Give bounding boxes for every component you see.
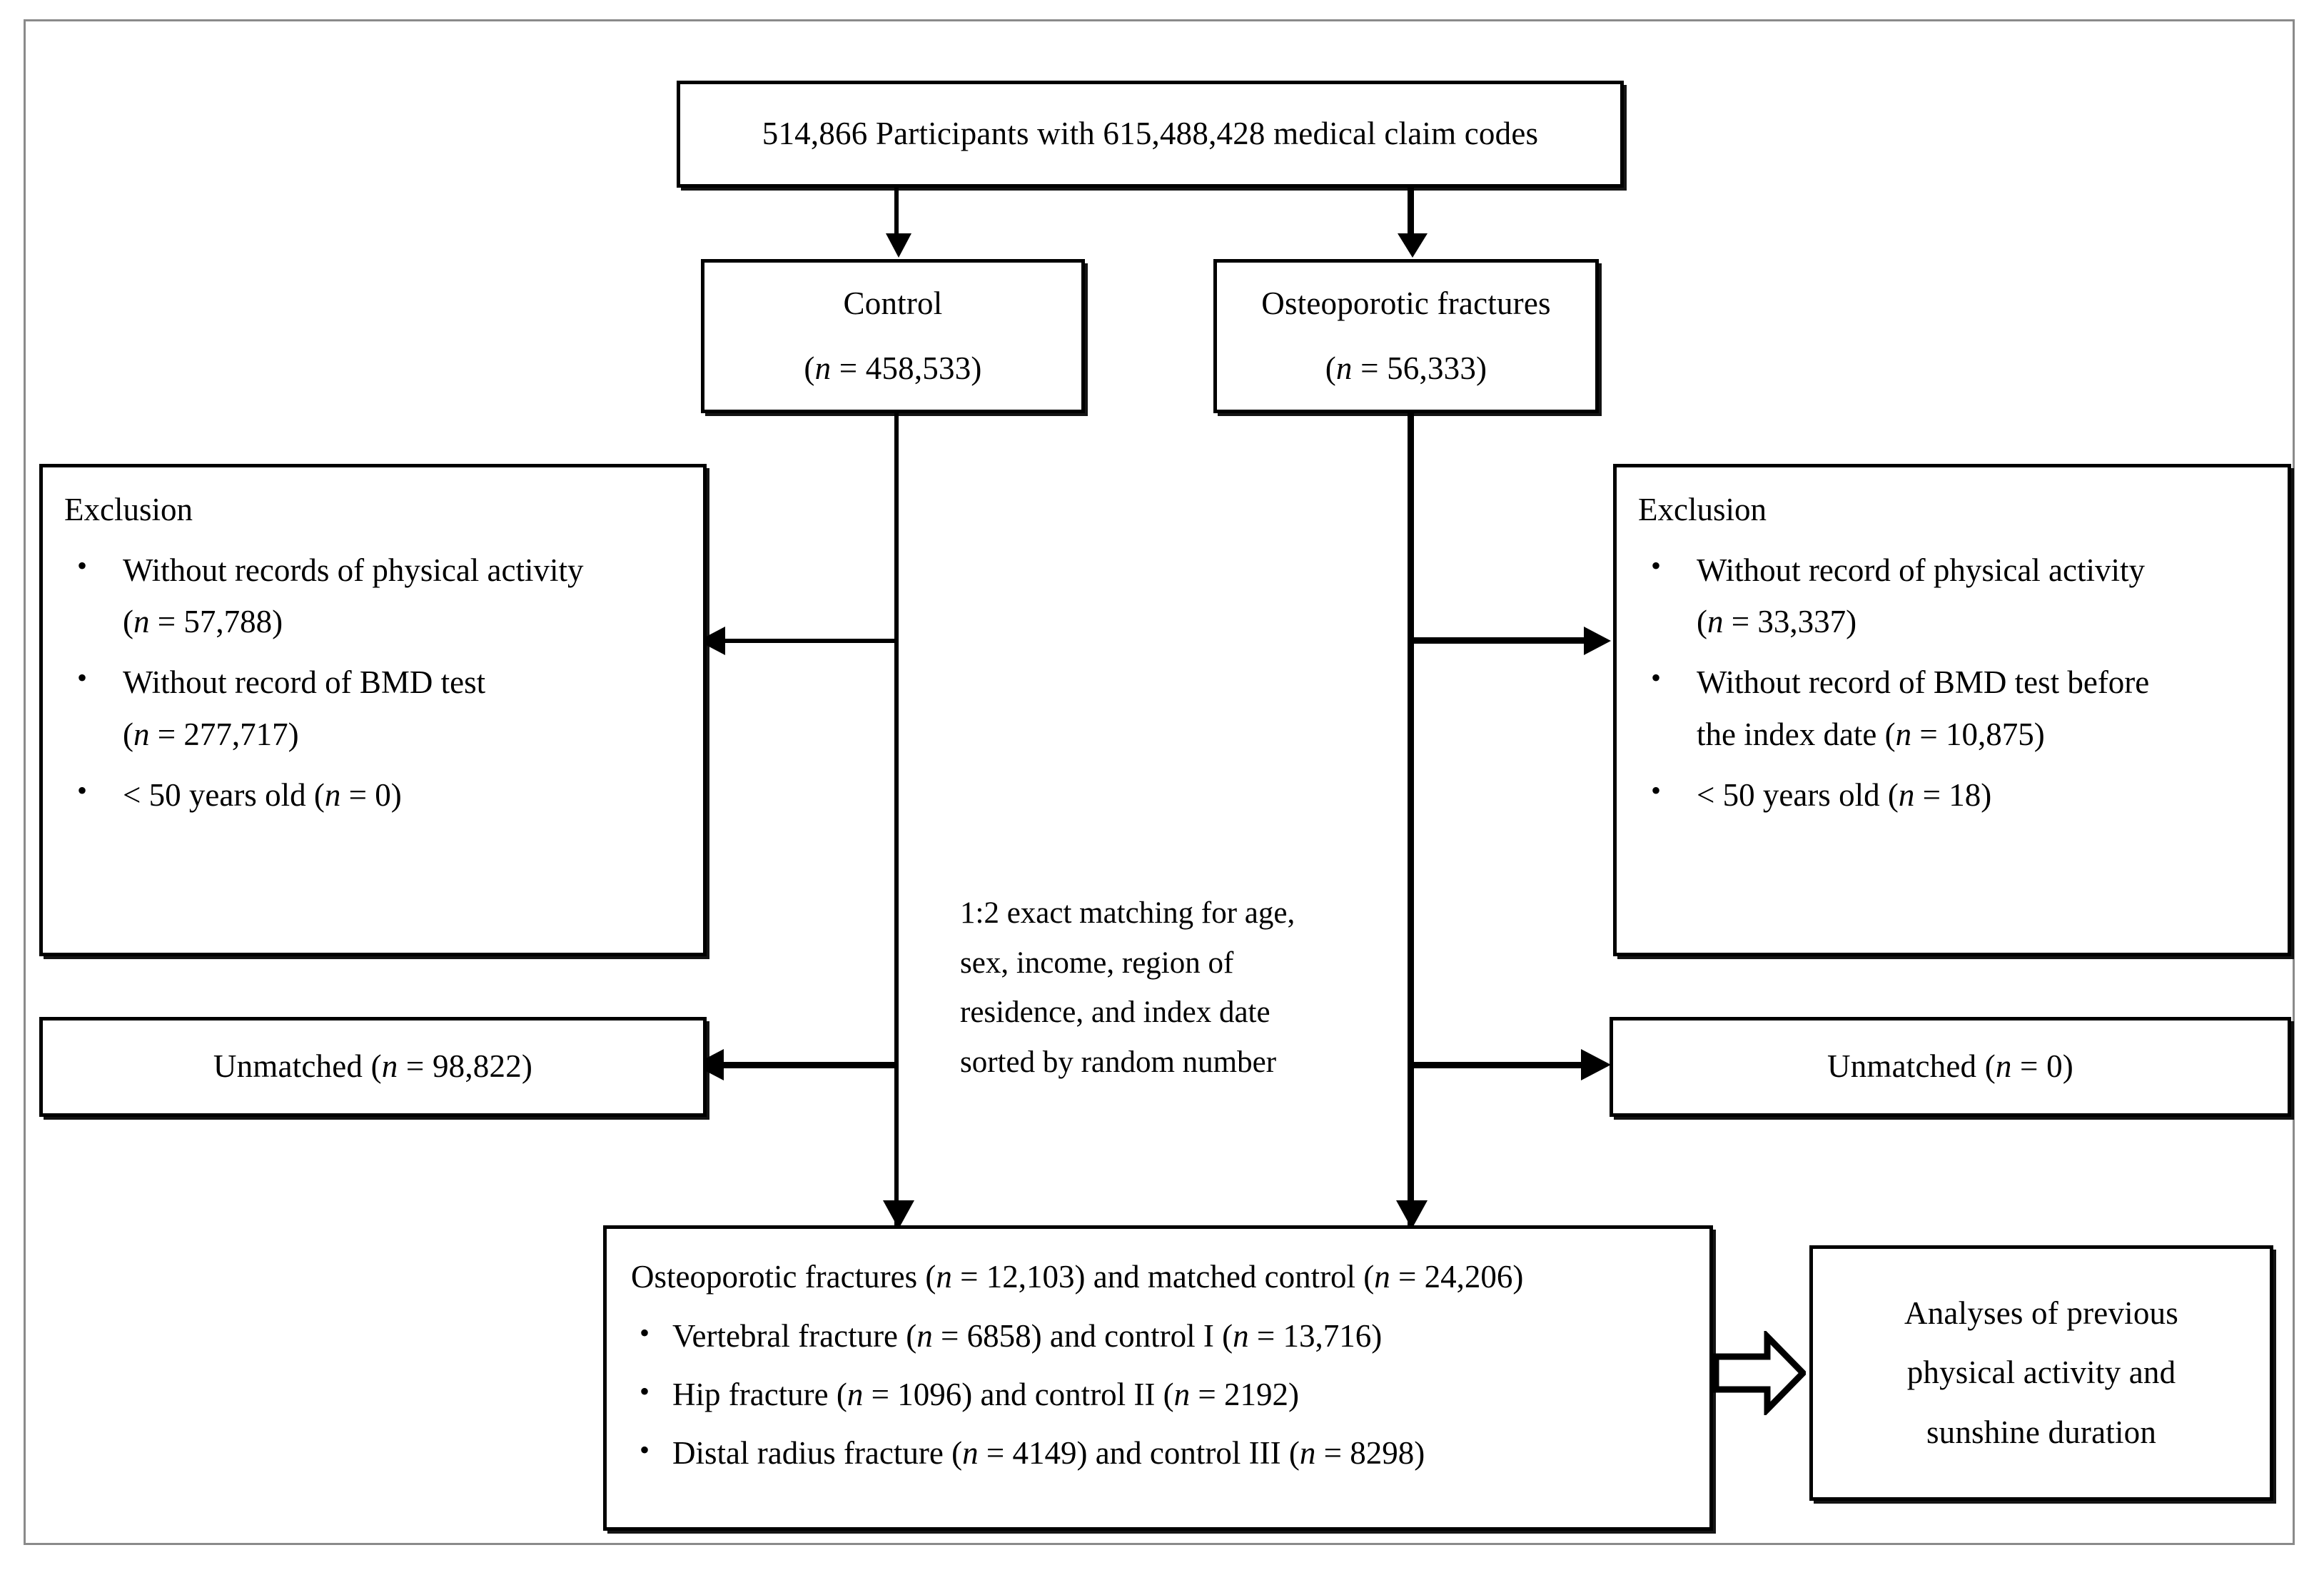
exclusion-left-item-1: • Without records of physical activity (… — [64, 545, 682, 649]
exclusion-right-item-1: • Without record of physical activity (n… — [1638, 545, 2266, 649]
exclusion-right-item-2-text: Without record of BMD test before — [1697, 664, 2150, 701]
arrowhead-top-to-case — [1398, 233, 1428, 258]
exclusion-right-item-1-text: Without record of physical activity — [1697, 552, 2146, 588]
exclusion-right-item-2-count-prefix: the index date ( — [1697, 716, 1896, 753]
exclusion-right-item-1-count: = 33,337) — [1723, 604, 1857, 640]
node-case-count: (n = 56,333) — [1325, 350, 1487, 386]
exclusion-right-item-2-count: = 10,875) — [1911, 716, 2045, 753]
matching-note-line-1: 1:2 exact matching for age, — [960, 896, 1295, 930]
exclusion-left-item-1-text: Without records of physical activity — [123, 552, 584, 588]
exclusion-right-item-3: • < 50 years old (n = 18) — [1638, 769, 2266, 821]
connector-top-to-control — [894, 188, 899, 236]
bullet-icon: • — [77, 774, 88, 807]
arrowhead-top-to-control — [886, 233, 911, 258]
node-total-participants-label: 514,866 Participants with 615,488,428 me… — [762, 116, 1539, 152]
matching-note-line-3: residence, and index date — [960, 996, 1270, 1030]
exclusion-left-item-2: • Without record of BMD test (n = 277,71… — [64, 657, 682, 761]
matching-note-line-4: sorted by random number — [960, 1045, 1277, 1079]
arrowhead-exclusion-right — [1584, 627, 1611, 655]
node-case-label: Osteoporotic fractures — [1261, 285, 1551, 321]
analyses-line-1: Analyses of previous — [1904, 1295, 2178, 1332]
node-unmatched-control-label: Unmatched (n = 98,822) — [213, 1048, 533, 1085]
results-list: • Vertebral fracture (n = 6858) and cont… — [631, 1314, 1691, 1489]
bullet-icon: • — [77, 549, 88, 582]
bullet-icon: • — [640, 1374, 650, 1407]
bullet-icon: • — [1651, 549, 1662, 582]
node-control-count: (n = 458,533) — [804, 350, 982, 386]
connector-control-to-unmatched-left — [717, 1062, 896, 1068]
figure-frame — [24, 19, 2295, 1545]
connector-case-to-exclusion-right — [1410, 637, 1585, 644]
bullet-icon: • — [640, 1317, 650, 1349]
node-osteoporotic-fracture-group[interactable]: Osteoporotic fractures (n = 56,333) — [1213, 259, 1599, 413]
arrowhead-unmatched-right — [1581, 1049, 1611, 1080]
exclusion-left-item-3: • < 50 years old (n = 0) — [64, 769, 682, 821]
connector-top-to-case — [1408, 188, 1414, 236]
connector-case-to-unmatched-right — [1410, 1062, 1582, 1068]
results-item-distal-radius: • Distal radius fracture (n = 4149) and … — [631, 1431, 1691, 1477]
matching-criteria-note: 1:2 exact matching for age, sex, income,… — [960, 888, 1360, 1088]
bullet-icon: • — [1651, 662, 1662, 694]
analyses-line-2: physical activity and — [1906, 1354, 2176, 1391]
node-unmatched-case-label: Unmatched (n = 0) — [1827, 1048, 2073, 1085]
matching-note-line-2: sex, income, region of — [960, 946, 1234, 980]
bullet-icon: • — [1651, 774, 1662, 807]
exclusion-left-item-1-count: = 57,788) — [149, 604, 283, 640]
results-item-hip-a: Hip fracture ( — [672, 1376, 847, 1412]
results-item-hip-c: = 2192) — [1190, 1376, 1300, 1412]
exclusion-left-item-1-count-prefix: ( — [123, 604, 133, 640]
arrowhead-case-to-results — [1396, 1200, 1428, 1229]
node-unmatched-control[interactable]: Unmatched (n = 98,822) — [39, 1017, 707, 1117]
results-item-distal-radius-c: = 8298) — [1315, 1434, 1425, 1471]
bullet-icon: • — [640, 1433, 650, 1466]
analyses-line-3: sunshine duration — [1926, 1414, 2157, 1450]
results-item-vertebral-a: Vertebral fracture ( — [672, 1318, 917, 1354]
bullet-icon: • — [77, 662, 88, 694]
exclusion-right-title: Exclusion — [1638, 492, 1767, 527]
node-exclusion-case[interactable]: Exclusion • Without record of physical a… — [1613, 464, 2291, 956]
results-item-vertebral: • Vertebral fracture (n = 6858) and cont… — [631, 1314, 1691, 1359]
node-control-group[interactable]: Control (n = 458,533) — [701, 259, 1085, 413]
node-exclusion-control[interactable]: Exclusion • Without records of physical … — [39, 464, 707, 956]
node-total-participants[interactable]: 514,866 Participants with 615,488,428 me… — [677, 81, 1624, 188]
results-item-hip-b: = 1096) and control II ( — [863, 1376, 1174, 1412]
results-item-vertebral-b: = 6858) and control I ( — [932, 1318, 1233, 1354]
exclusion-right-list: • Without record of physical activity (n… — [1638, 545, 2266, 830]
results-item-vertebral-c: = 13,716) — [1248, 1318, 1383, 1354]
exclusion-right-item-2: • Without record of BMD test before the … — [1638, 657, 2266, 761]
spine-control — [894, 413, 899, 1227]
spine-case — [1408, 413, 1414, 1227]
exclusion-left-title: Exclusion — [64, 492, 193, 527]
results-headline: Osteoporotic fractures (n = 12,103) and … — [631, 1259, 1524, 1295]
node-final-matched-cohort[interactable]: Osteoporotic fractures (n = 12,103) and … — [603, 1225, 1713, 1531]
exclusion-left-item-2-count: = 277,717) — [149, 716, 299, 753]
results-item-distal-radius-a: Distal radius fracture ( — [672, 1434, 963, 1471]
exclusion-left-item-2-count-prefix: ( — [123, 716, 133, 753]
node-unmatched-case[interactable]: Unmatched (n = 0) — [1610, 1017, 2291, 1117]
exclusion-left-item-3-text: < 50 years old ( — [123, 777, 325, 814]
exclusion-right-item-3-text: < 50 years old ( — [1697, 777, 1899, 814]
connector-control-to-exclusion-left — [717, 639, 896, 643]
exclusion-left-item-3-count: = 0) — [340, 777, 402, 814]
exclusion-right-item-1-count-prefix: ( — [1697, 604, 1707, 640]
arrowhead-control-to-results — [883, 1200, 914, 1229]
exclusion-right-item-3-count: = 18) — [1914, 777, 1992, 814]
block-arrow-right-icon — [1713, 1331, 1806, 1415]
results-item-hip: • Hip fracture (n = 1096) and control II… — [631, 1372, 1691, 1418]
results-item-distal-radius-b: = 4149) and control III ( — [978, 1434, 1300, 1471]
exclusion-left-list: • Without records of physical activity (… — [64, 545, 682, 830]
node-analyses[interactable]: Analyses of previous physical activity a… — [1809, 1245, 2273, 1501]
exclusion-left-item-2-text: Without record of BMD test — [123, 664, 486, 701]
node-control-label: Control — [843, 285, 943, 321]
